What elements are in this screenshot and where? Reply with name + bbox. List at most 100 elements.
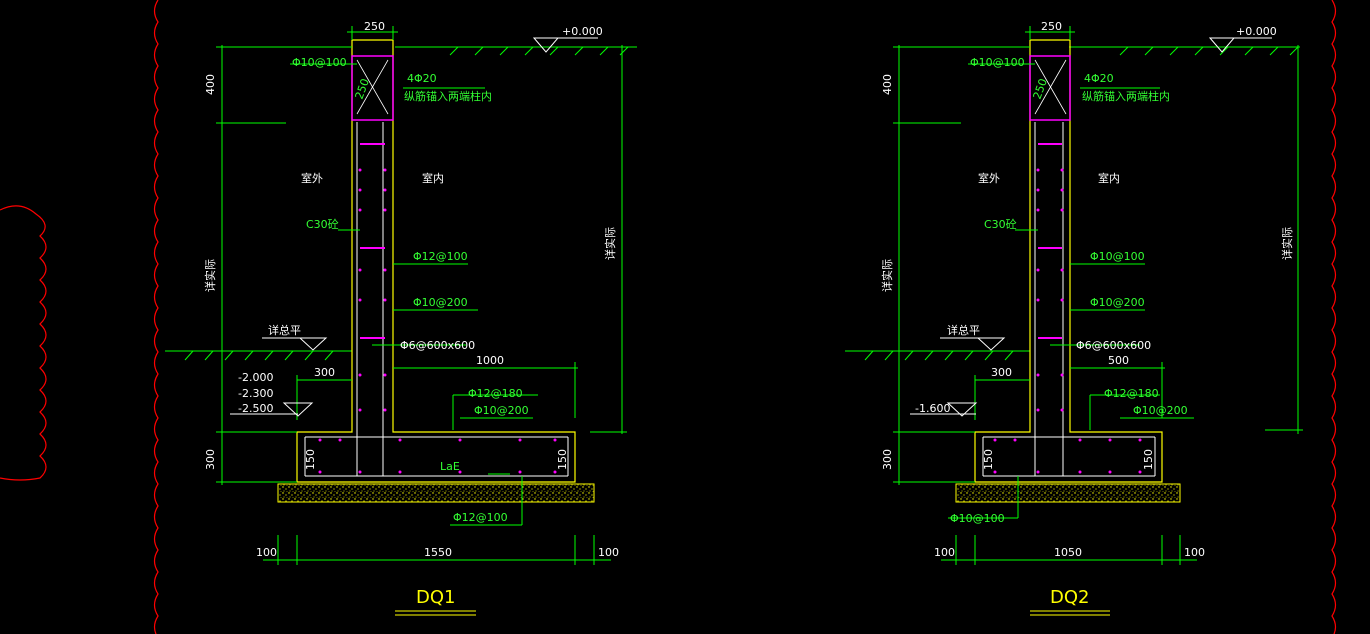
- dim-base-width-label: 1550: [424, 546, 452, 559]
- label-rebar-vertical: Φ10@100: [1090, 250, 1145, 263]
- top-beam-section: [351, 55, 394, 121]
- dim-toe-width-label: 300: [991, 366, 1012, 379]
- dim-edge-left-label: 100: [934, 546, 955, 559]
- section-dq1: +0.000 详总平 250 250: [165, 20, 637, 616]
- ground-hatch-top: [1119, 46, 1299, 56]
- dim-top-height-label: 400: [204, 74, 217, 95]
- ground-hatch-outside: [864, 350, 1014, 361]
- leader-lines-dq1: [290, 63, 538, 526]
- dim-base-150-left-label: 150: [982, 449, 995, 470]
- ground-note-label: 详总平: [268, 323, 301, 337]
- leader-lines-dq2: [948, 63, 1194, 519]
- elevation-marker-base: [910, 402, 978, 417]
- label-beam-bars: 4Φ20: [407, 72, 437, 85]
- retaining-wall-outline: [296, 40, 576, 483]
- label-rebar-distribution: Φ10@200: [1090, 296, 1145, 309]
- revision-cloud-right-border: [1331, 0, 1337, 634]
- dim-vert-right-label: 详实际: [603, 227, 617, 260]
- dim-edge-right-label: 100: [1184, 546, 1205, 559]
- rebar-cage: [304, 122, 569, 477]
- elevation-top-label: +0.000: [562, 25, 603, 38]
- beam-size-label: 250: [1031, 77, 1050, 101]
- label-rebar-heel-dist: Φ10@200: [474, 404, 529, 417]
- dim-base-width: [263, 535, 611, 565]
- title-underline-dq1: [395, 610, 476, 616]
- ground-hatch-outside: [184, 350, 334, 361]
- label-concrete-grade: C30砼: [306, 218, 339, 231]
- dim-vert-left-label: 详实际: [880, 259, 894, 292]
- label-anchor-length: LaE: [440, 460, 460, 473]
- label-beam-anchor: 纵筋锚入两端柱内: [404, 89, 492, 103]
- section-dq2: +0.000 详总平 250 250 400 300 详实际: [845, 20, 1303, 616]
- dim-left-vertical: [893, 45, 1030, 485]
- elevation-label-1: -2.000: [238, 371, 273, 384]
- label-rebar-heel-top: Φ12@180: [1104, 387, 1159, 400]
- dim-vert-left-label: 详实际: [203, 259, 217, 292]
- label-tie-bars: Φ6@600x600: [1076, 339, 1151, 352]
- elevation-label-1: -1.600: [915, 402, 950, 415]
- ground-marker-outside: [940, 337, 1006, 351]
- dim-base-height-label: 300: [204, 449, 217, 470]
- elevation-marker-top: [1208, 37, 1272, 53]
- dim-wall-thickness: [1025, 26, 1075, 40]
- dim-heel-width-label: 1000: [476, 354, 504, 367]
- dim-base-150-left-label: 150: [304, 449, 317, 470]
- rebar-cage: [982, 122, 1156, 477]
- elevation-marker-base: [230, 402, 314, 417]
- section-title-dq1: DQ1: [416, 587, 455, 608]
- gravel-cushion: [955, 483, 1181, 503]
- elevation-label-2: -2.300: [238, 387, 273, 400]
- dim-heel-toe: [296, 362, 578, 420]
- label-beam-anchor: 纵筋锚入两端柱内: [1082, 89, 1170, 103]
- label-inside: 室内: [1098, 171, 1120, 185]
- tie-bars-dq1: [360, 143, 385, 339]
- elevation-marker-top: [532, 37, 598, 53]
- dim-wall-thickness-label: 250: [1041, 20, 1062, 33]
- rebar-dots-dq1: [318, 168, 557, 474]
- ground-marker-outside: [262, 337, 328, 351]
- label-tie-bars: Φ6@600x600: [400, 339, 475, 352]
- tie-bars-dq2: [1038, 143, 1062, 339]
- dim-edge-right-label: 100: [598, 546, 619, 559]
- label-stirrup-top: Φ10@100: [970, 56, 1025, 69]
- label-concrete-grade: C30砼: [984, 218, 1017, 231]
- elevation-top-label: +0.000: [1236, 25, 1277, 38]
- dim-heel-toe: [974, 362, 1165, 420]
- revision-cloud-left-border: [153, 0, 159, 634]
- dim-base-width-label: 1050: [1054, 546, 1082, 559]
- beam-size-label: 250: [353, 77, 372, 101]
- label-rebar-distribution: Φ10@200: [413, 296, 468, 309]
- dim-base-150-right-label: 150: [556, 449, 569, 470]
- revision-cloud-side-bulge: [0, 205, 47, 481]
- dim-heel-width-label: 500: [1108, 354, 1129, 367]
- label-inside: 室内: [422, 171, 444, 185]
- dim-wall-thickness: [347, 26, 398, 40]
- elevation-label-3: -2.500: [238, 402, 273, 415]
- title-underline-dq2: [1030, 610, 1110, 616]
- dim-vert-right-label: 详实际: [1280, 227, 1294, 260]
- dim-top-height-label: 400: [881, 74, 894, 95]
- dim-edge-left-label: 100: [256, 546, 277, 559]
- label-rebar-bottom: Φ10@100: [950, 512, 1005, 525]
- label-outside: 室外: [978, 171, 1000, 185]
- dim-toe-width-label: 300: [314, 366, 335, 379]
- label-outside: 室外: [301, 171, 323, 185]
- rebar-dots-dq2: [993, 168, 1142, 474]
- dim-base-height-label: 300: [881, 449, 894, 470]
- ground-hatch-top: [449, 46, 629, 56]
- dim-wall-thickness-label: 250: [364, 20, 385, 33]
- dim-base-150-right-label: 150: [1142, 449, 1155, 470]
- label-stirrup-top: Φ10@100: [292, 56, 347, 69]
- dim-right-vertical: [1265, 45, 1303, 434]
- retaining-wall-outline: [974, 40, 1163, 483]
- top-beam-cross: [1034, 59, 1067, 115]
- dim-right-vertical: [590, 45, 627, 434]
- label-rebar-bottom: Φ12@100: [453, 511, 508, 524]
- dim-base-width: [941, 535, 1197, 565]
- label-rebar-vertical: Φ12@100: [413, 250, 468, 263]
- gravel-cushion: [277, 483, 595, 503]
- label-rebar-heel-dist: Φ10@200: [1133, 404, 1188, 417]
- ground-note-label: 详总平: [947, 323, 980, 337]
- label-rebar-heel-top: Φ12@180: [468, 387, 523, 400]
